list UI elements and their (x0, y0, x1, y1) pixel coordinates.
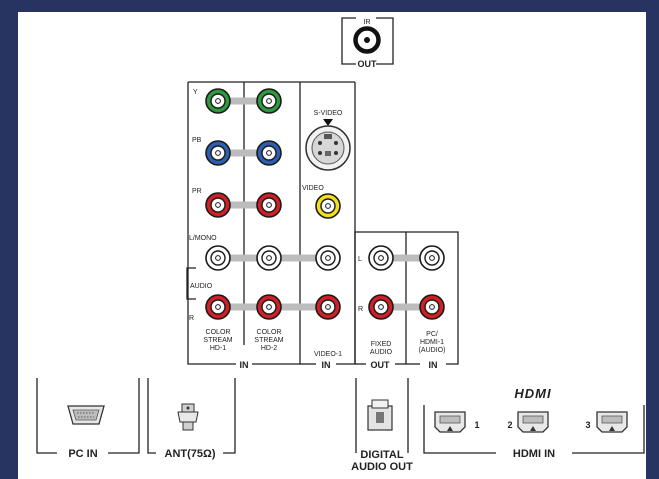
fixed-l-label: L (358, 256, 362, 263)
svideo-arrow-icon (323, 119, 333, 126)
rca-jack-y-hd1[interactable] (205, 88, 231, 114)
rca-jack-l-hd1[interactable] (205, 245, 231, 271)
rca-jack-r-hd2[interactable] (256, 294, 282, 320)
rca-jack-pr-hd2[interactable] (256, 192, 282, 218)
svideo-label: S-VIDEO (314, 110, 343, 117)
audio-bracket (186, 267, 196, 300)
pc-name-3: (AUDIO) (419, 347, 446, 354)
ir-label: IR (364, 19, 371, 26)
section-frames (186, 81, 459, 365)
hdmi-port-1[interactable] (434, 411, 466, 433)
pr-label: PR (192, 188, 202, 195)
l-mono-label: L/MONO (189, 235, 217, 242)
hd1-line1: COLOR (206, 329, 231, 336)
hdmi-port-3-label: 3 (585, 420, 590, 430)
svideo-group: S-VIDEO VIDEO VIDEO-1 IN (302, 110, 351, 370)
pc-audio-in-label: IN (429, 360, 438, 370)
ir-out-jack-pin (364, 37, 370, 43)
rca-jack-l-video1[interactable] (315, 245, 341, 271)
hdmi-port-2[interactable] (517, 411, 549, 433)
video-label: VIDEO (302, 185, 324, 192)
ant-label: ANT(75Ω) (165, 448, 216, 460)
rca-jack-l-fixed[interactable] (368, 245, 394, 271)
hd-frame-left (187, 82, 236, 365)
rca-jack-video-1[interactable] (315, 193, 341, 219)
hd2-line1: COLOR (257, 329, 282, 336)
fixed-frame (354, 231, 407, 364)
hd2-line2: STREAM (254, 337, 283, 344)
y-label: Y (193, 89, 198, 96)
ir-out-group: IR OUT (341, 17, 394, 69)
fixed-r-label: R (358, 306, 363, 313)
pc-in-port[interactable] (67, 405, 105, 425)
hdmi-port-2-label: 2 (507, 420, 512, 430)
rca-jack-l-hd2[interactable] (256, 245, 282, 271)
bottom-row: PC IN ANT(75Ω) DIGITAL AUDIO OUT (36, 378, 645, 473)
rca-jack-r-fixed[interactable] (368, 294, 394, 320)
hdmi-frame-left (423, 405, 496, 454)
pc-name-2: HDMI-1 (420, 339, 444, 346)
pc-in-frame-right (108, 378, 140, 454)
digital-audio-port[interactable] (367, 399, 393, 431)
rca-jacks (205, 88, 445, 320)
svideo-jack[interactable] (305, 125, 351, 171)
fixed-out-label: OUT (371, 360, 391, 370)
hdmi-in-label: HDMI IN (513, 448, 555, 460)
ir-out-jack[interactable] (353, 26, 381, 54)
hd1-line2: STREAM (203, 337, 232, 344)
pc-in-frame-left (36, 378, 57, 454)
rca-jack-r-video1[interactable] (315, 294, 341, 320)
pc-in-label: PC IN (68, 448, 97, 460)
r-label: R (189, 315, 194, 322)
component-labels: Y PB PR L/MONO AUDIO R COLOR STREAM HD-1… (189, 89, 284, 370)
rca-jack-y-hd2[interactable] (256, 88, 282, 114)
component-in-label: IN (240, 360, 249, 370)
digital-label-1: DIGITAL (360, 449, 403, 461)
rca-jack-r-hd1[interactable] (205, 294, 231, 320)
fixed-name-2: AUDIO (370, 349, 393, 356)
rca-jack-l-pc[interactable] (419, 245, 445, 271)
hd2-line3: HD-2 (261, 345, 277, 352)
fixed-audio-labels: L R FIXED AUDIO OUT (358, 256, 393, 370)
hdmi-port-3[interactable] (596, 411, 628, 433)
hdmi-port-1-label: 1 (474, 420, 479, 430)
rca-jack-pb-hd2[interactable] (256, 140, 282, 166)
rca-jack-pb-hd1[interactable] (205, 140, 231, 166)
ant-frame-left (147, 378, 156, 454)
pc-name-1: PC/ (426, 331, 438, 338)
ir-bracket-right (376, 17, 394, 65)
fixed-name-1: FIXED (371, 341, 392, 348)
ant-frame-right (223, 378, 236, 454)
pb-label: PB (192, 137, 202, 144)
audio-label: AUDIO (190, 283, 213, 290)
hdmi-logo: HDMI (514, 386, 551, 401)
pc-frame (406, 231, 459, 365)
rca-jack-r-pc[interactable] (419, 294, 445, 320)
hdmi-frame-right (572, 405, 645, 454)
video1-frame-right (336, 82, 356, 365)
hd1-line3: HD-1 (210, 345, 226, 352)
pc-audio-labels: PC/ HDMI-1 (AUDIO) IN (419, 331, 446, 370)
hd-frame-right (252, 82, 301, 365)
digital-label-2: AUDIO OUT (351, 461, 413, 473)
diagram-panel (18, 12, 646, 479)
video1-name: VIDEO-1 (314, 351, 342, 358)
video1-in-label: IN (322, 360, 331, 370)
antenna-port[interactable] (177, 403, 199, 431)
ir-bracket-left (341, 17, 356, 65)
rca-jack-pr-hd1[interactable] (205, 192, 231, 218)
ir-out-label: OUT (358, 59, 378, 69)
